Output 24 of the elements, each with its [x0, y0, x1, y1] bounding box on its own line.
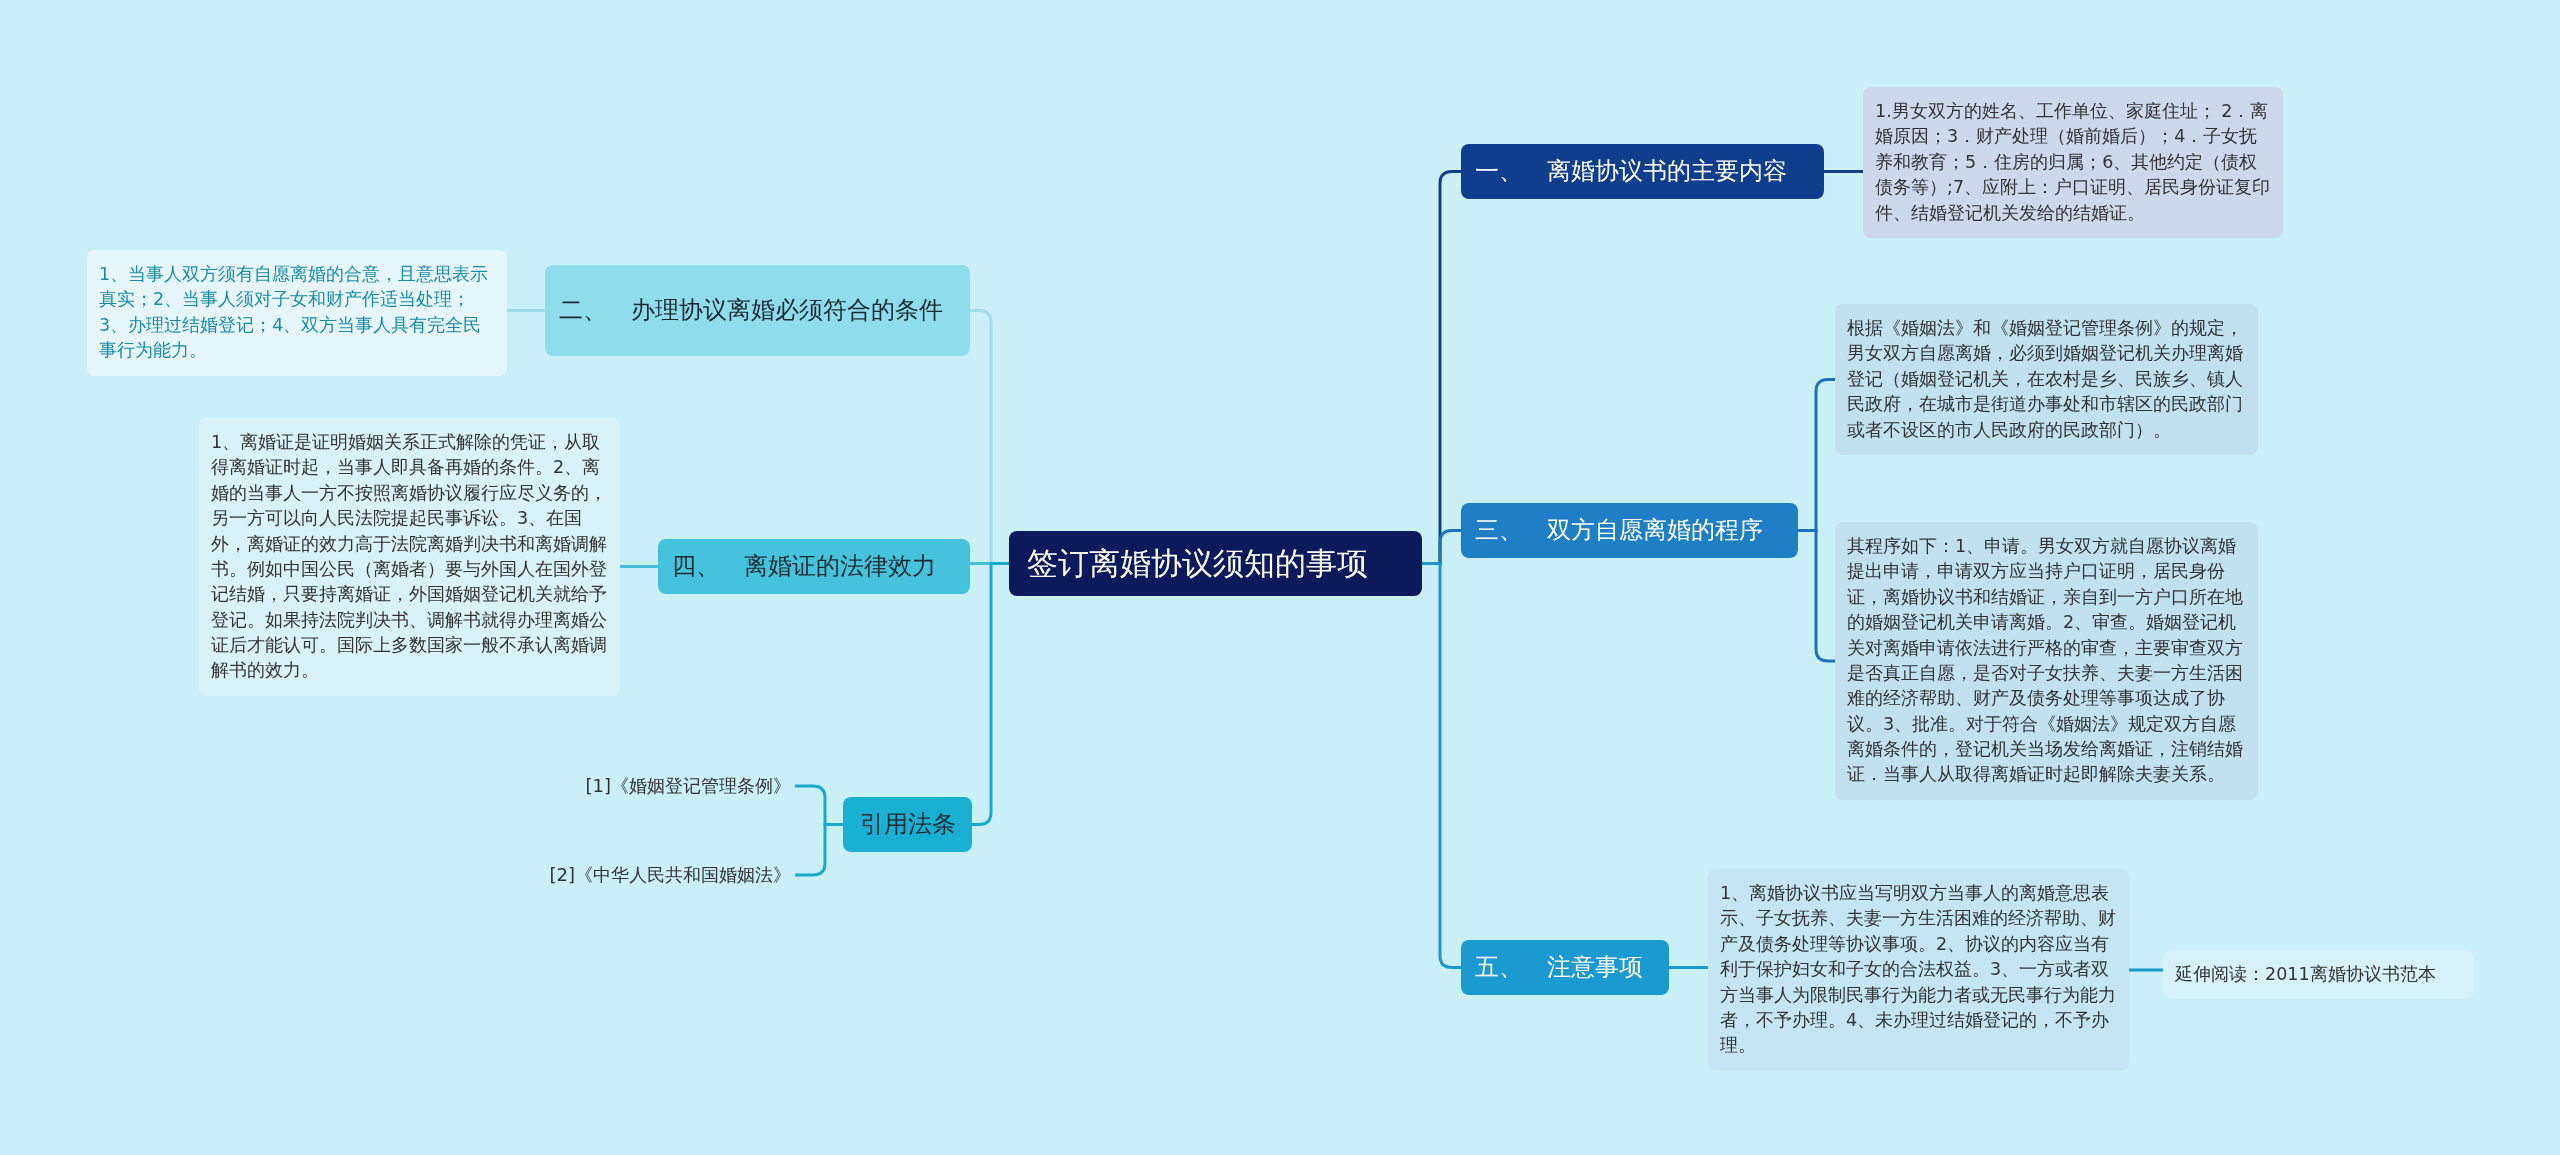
connector-line [1798, 529, 1835, 663]
note-box: 其程序如下：1、申请。男女双方就自愿协议离婚提出申请，申请双方应当持户口证明，居民身份证，离婚协议书和结婚证，亲自到一方户口所在地的婚姻登记机关申请离婚。2、审查。婚姻登记机关对离婚申请依法进行严格的审查，主要审查双方是否真正自愿，是否对子女扶养、夫妻一方生活困难的经济帮助、财产及债务处理等事项达成了协议。3、批准。对于符合《婚姻法》规定双方自愿离婚条件的，登记机关当场发给离婚证，注销结婚证．当事人从取得离婚证时起即解除夫妻关系。 [1835, 522, 2258, 800]
note-box: 根据《婚姻法》和《婚姻登记管理条例》的规定，男女双方自愿离婚，必须到婚姻登记机关办理离婚登记（婚姻登记机关，在农村是乡、民族乡、镇人民政府，在城市是街道办事处和市辖区的民政部门或者不设区的市人民政府的民政部门）。 [1835, 304, 2258, 455]
note-box: 延伸阅读：2011离婚协议书范本 [2163, 950, 2474, 1000]
topic-box: 三、 双方自愿离婚的程序 [1461, 503, 1798, 558]
reference-text: [2]《中华人民共和国婚姻法》 [503, 860, 795, 891]
connector-line [1824, 170, 1863, 173]
note-box: 1.男女双方的姓名、工作单位、家庭住址； 2．离婚原因；3．财产处理（婚前婚后）；4．子女抚养和教育；5．住房的归属；6、其他约定（债权债务等）;7、应附上：户口证明、居民身份证复印件、结婚登记机关发给的结婚证。 [1863, 87, 2283, 238]
topic-box: 引用法条 [843, 797, 972, 852]
topic-box: 一、 离婚协议书的主要内容 [1461, 144, 1824, 199]
connector-line [1669, 966, 1708, 969]
connector-line [2129, 968, 2163, 972]
connector-line [972, 562, 1009, 826]
note-box: 1、当事人双方须有自愿离婚的合意，且意思表示真实；2、当事人须对子女和财产作适当处理；3、办理过结婚登记；4、双方当事人具有完全民事行为能力。 [87, 250, 507, 376]
note-box: 1、离婚协议书应当写明双方当事人的离婚意思表示、子女抚养、夫妻一方生活困难的经济帮助、财产及债务处理等协议事项。2、协议的内容应当有利于保护妇女和子女的合法权益。3、一方或者双方当事人为限制民事行为能力者或无民事行为能力者，不予办理。4、未办理过结婚登记的，不予办理。 [1708, 869, 2129, 1071]
connector-line [507, 309, 545, 312]
reference-text: [1]《婚姻登记管理条例》 [543, 771, 795, 802]
note-box: 1、离婚证是证明婚姻关系正式解除的凭证，从取得离婚证时起，当事人即具备再婚的条件。2、离婚的当事人一方不按照离婚协议履行应尽义务的，另一方可以向人民法院提起民事诉讼。3、在国外，离婚证的效力高于法院离婚判决书和离婚调解书。例如中国公民（离婚者）要与外国人在国外登记结婚，只要持离婚证，外国婚姻登记机关就给予登记。如果持法院判决书、调解书就得办理离婚公证后才能认可。国际上多数国家一般不承认离婚调解书的效力。 [199, 418, 620, 696]
topic-box: 四、 离婚证的法律效力 [658, 539, 970, 594]
topic-box: 五、 注意事项 [1461, 940, 1669, 995]
connector-line [620, 565, 658, 568]
connector-line [1422, 562, 1461, 969]
topic-box: 二、 办理协议离婚必须符合的条件 [545, 265, 970, 356]
central-topic: 签订离婚协议须知的事项 [1009, 531, 1422, 596]
